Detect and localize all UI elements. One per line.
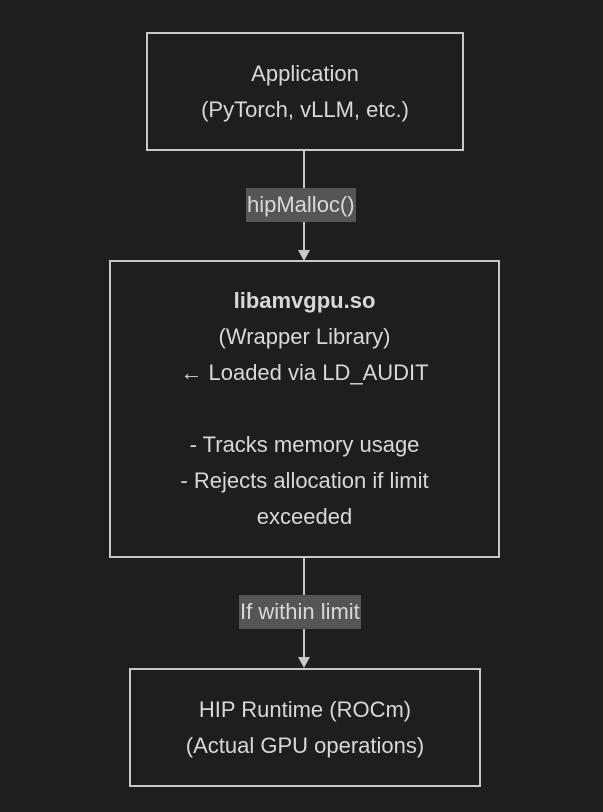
edge-app-to-wrapper-arrowhead	[298, 250, 310, 261]
node-wrapper-title: libamvgpu.so	[233, 288, 376, 313]
node-runtime-line2: (Actual GPU operations)	[185, 732, 425, 758]
node-wrapper-bullet-rejects-line2: exceeded	[256, 504, 353, 529]
node-hip-runtime: HIP Runtime (ROCm) (Actual GPU operation…	[129, 668, 481, 787]
node-runtime-line1: HIP Runtime (ROCm)	[198, 696, 412, 722]
node-wrapper-library: libamvgpu.so (Wrapper Library) ← Loaded …	[109, 260, 500, 558]
node-wrapper-bullet-rejects-line1: - Rejects allocation if limit	[180, 468, 429, 493]
edge-label-within-limit: If within limit	[239, 595, 361, 629]
edge-wrapper-to-runtime-arrowhead	[298, 657, 310, 668]
node-wrapper-bullet-tracks: - Tracks memory usage	[189, 432, 420, 457]
edge-label-hipmalloc: hipMalloc()	[246, 188, 356, 222]
node-wrapper-subtitle: (Wrapper Library)	[218, 324, 391, 349]
node-application-line2: (PyTorch, vLLM, etc.)	[201, 96, 409, 122]
node-application: Application (PyTorch, vLLM, etc.)	[146, 32, 464, 151]
node-wrapper-loaded-via: ← Loaded via LD_AUDIT	[180, 360, 429, 385]
node-application-line1: Application	[251, 60, 359, 86]
